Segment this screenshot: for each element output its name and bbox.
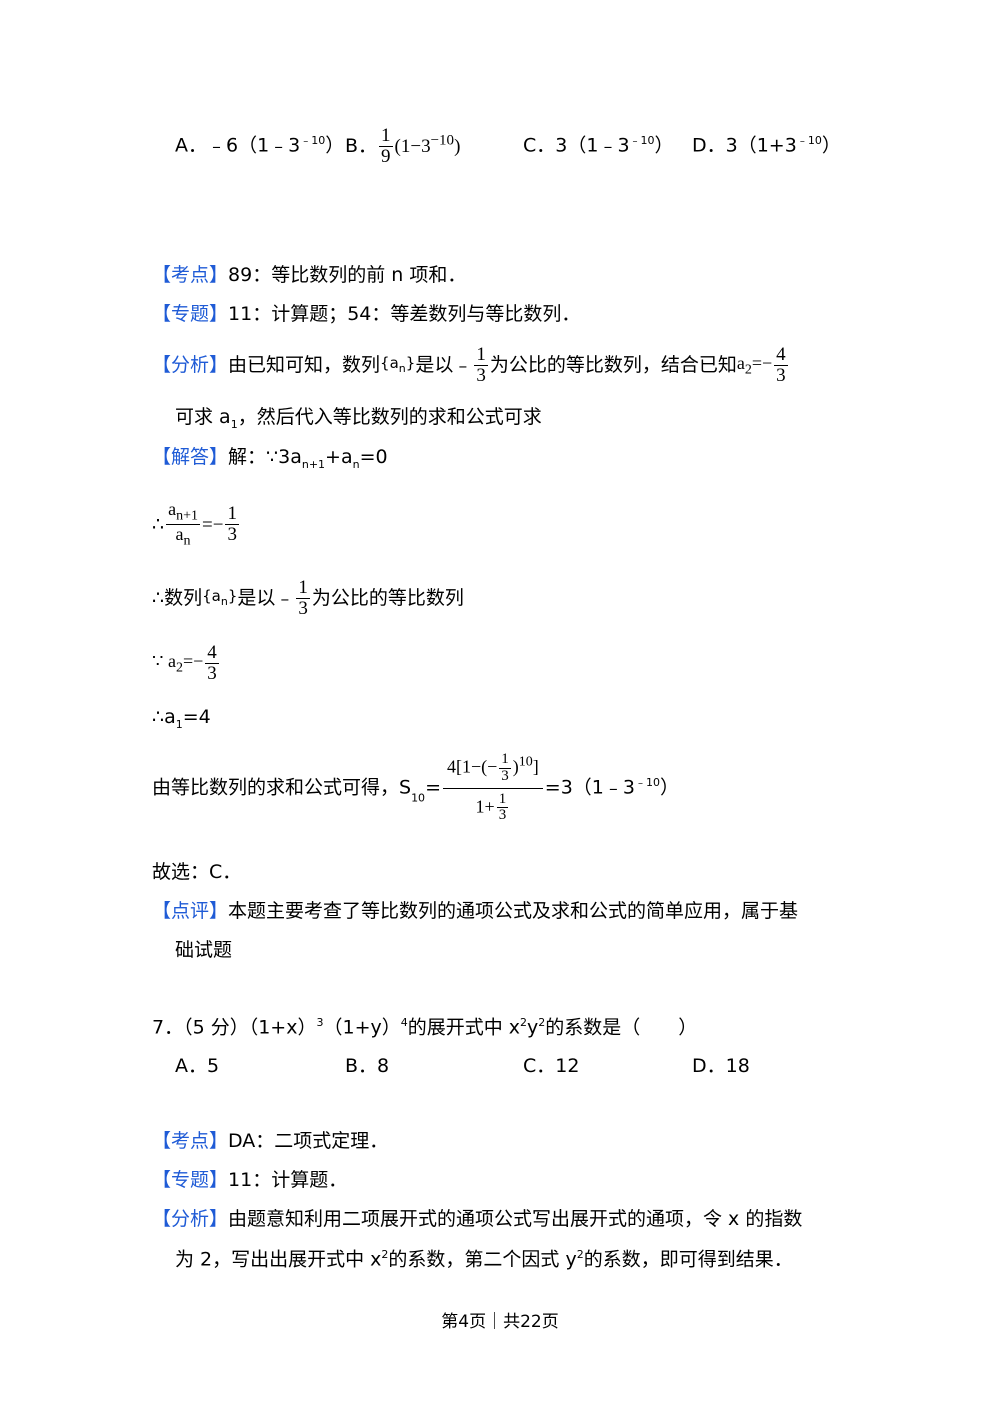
q7-kaodian: 【考点】DA：二项式定理． (152, 1130, 389, 1152)
tag-fenxi: 【分析】 (152, 1208, 229, 1230)
tag-zhuanti: 【专题】 (152, 1169, 229, 1191)
q6-zhuanti: 【专题】11：计算题；54：等差数列与等比数列． (152, 303, 581, 325)
q7-fenxi-line2: 为 2，写出出展开式中 x2的系数，第二个因式 y2的系数，即可得到结果． (175, 1248, 793, 1271)
q6-dianping-line2: 础试题 (175, 939, 233, 961)
q6-option-c: C．3（1﹣3﹣10） (523, 134, 674, 157)
q6-fenxi-line2: 可求 a1，然后代入等比数列的求和公式可求 (175, 406, 542, 431)
q6-jieda: 【解答】解：∵3an+1+an=0 (152, 446, 388, 471)
q7-zhuanti: 【专题】11：计算题． (152, 1169, 348, 1191)
q6-option-d: D．3（1+3﹣10） (692, 134, 841, 157)
tag-jieda: 【解答】 (152, 446, 229, 468)
q6-answer: 故选：C． (152, 861, 242, 883)
q7-option-c: C．12 (523, 1055, 580, 1077)
q6-dianping-line1: 【点评】本题主要考查了等比数列的通项公式及求和公式的简单应用，属于基 (152, 900, 799, 922)
tag-kaodian: 【考点】 (152, 1130, 229, 1152)
q7-stem: 7．（5 分）（1+x）3（1+y）4的展开式中 x2y2的系数是（ ） (152, 1016, 698, 1039)
q6-step4: ∴a1=4 (152, 706, 211, 731)
tag-zhuanti: 【专题】 (152, 303, 229, 325)
page-footer: 第4页｜共22页 (441, 1312, 559, 1332)
tag-kaodian: 【考点】 (152, 264, 229, 286)
q7-option-d: D．18 (692, 1055, 750, 1077)
q7-option-b: B．8 (345, 1055, 390, 1077)
q6-option-a: A．﹣6（1﹣3﹣10） (175, 134, 345, 157)
q7-option-a: A．5 (175, 1055, 220, 1077)
q7-fenxi-line1: 【分析】由题意知利用二项展开式的通项公式写出展开式的通项，令 x 的指数 (152, 1208, 803, 1230)
q6-kaodian: 【考点】89：等比数列的前 n 项和． (152, 264, 467, 286)
tag-dianping: 【点评】 (152, 900, 229, 922)
tag-fenxi: 【分析】 (152, 353, 229, 376)
